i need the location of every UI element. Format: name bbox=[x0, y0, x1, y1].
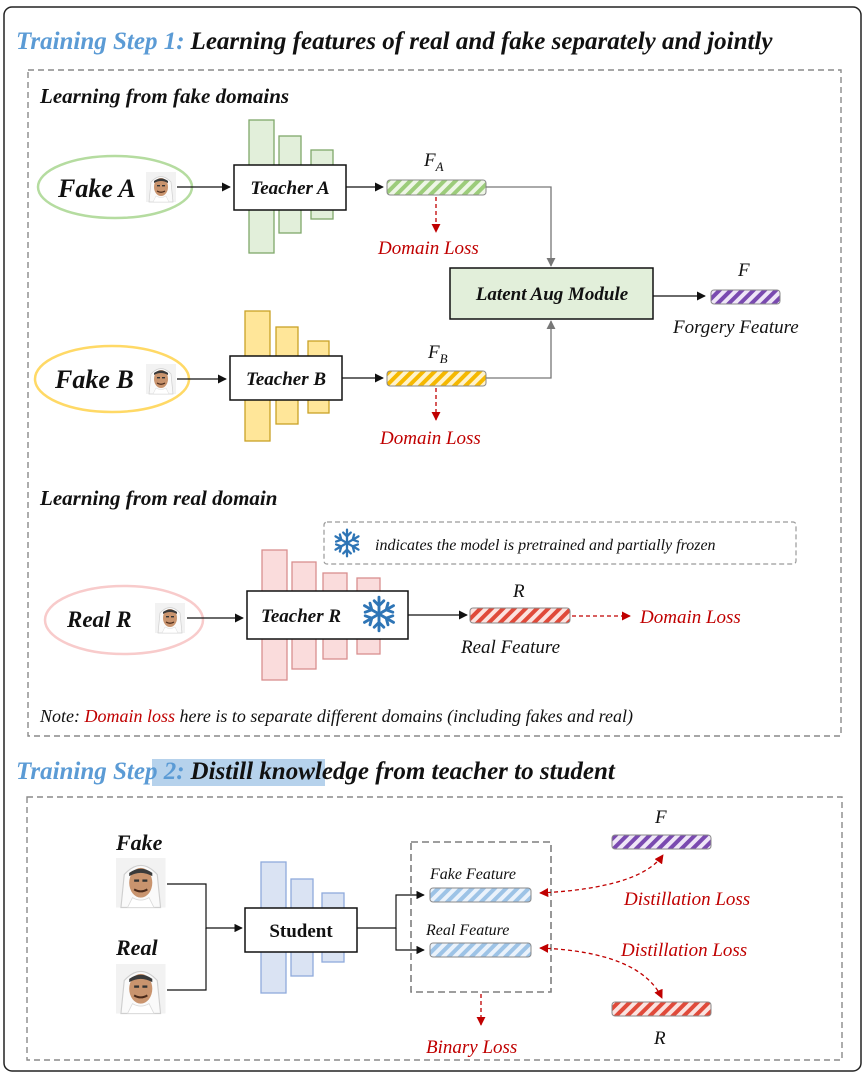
real-feature-label-2: Real Feature bbox=[425, 922, 509, 939]
face-photo-icon bbox=[145, 363, 177, 395]
arrow-fb-to-aug bbox=[486, 320, 556, 379]
forgery-feature-bar bbox=[710, 289, 781, 305]
real-feature-label: Real Feature bbox=[460, 637, 560, 658]
real-section-title: Learning from real domain bbox=[39, 486, 277, 510]
step2-title: Training Step 2:Distill knowledge from t… bbox=[16, 758, 616, 785]
real-feature-bar bbox=[469, 607, 571, 624]
real-r-label: Real R bbox=[66, 607, 132, 632]
fake-a-label: Fake A bbox=[57, 174, 136, 203]
binary-loss: Binary Loss bbox=[426, 1037, 517, 1058]
domain-loss-b: Domain Loss bbox=[379, 428, 481, 449]
face-photo-icon bbox=[115, 857, 167, 909]
fake-feature-label: Fake Feature bbox=[429, 866, 516, 883]
forgery-symbol: F bbox=[737, 260, 750, 281]
frozen-note-text: indicates the model is pretrained and pa… bbox=[375, 537, 716, 554]
student-feature-group bbox=[410, 841, 552, 993]
distillation-loss-1: Distillation Loss bbox=[623, 889, 750, 910]
student-box bbox=[244, 907, 358, 953]
teacher-r-label: Teacher R bbox=[261, 606, 341, 627]
fake-section-title: Learning from fake domains bbox=[39, 84, 289, 108]
feature-fa-label: FA bbox=[423, 150, 444, 174]
frozen-note-box bbox=[323, 521, 797, 565]
latent-aug-module-label: Latent Aug Module bbox=[475, 284, 629, 305]
note-text: Note: Domain loss here is to separate di… bbox=[39, 706, 633, 727]
fake-b-label: Fake B bbox=[54, 365, 134, 394]
teacher-a-label: Teacher A bbox=[250, 178, 329, 199]
arrow-fake-to-student bbox=[167, 883, 243, 933]
distill-arrow-fake bbox=[539, 854, 664, 898]
feature-fa-bar bbox=[386, 179, 487, 196]
feature-fb-label: FB bbox=[427, 342, 448, 366]
step2-panel bbox=[26, 796, 843, 1061]
student-real-label: Real bbox=[115, 935, 158, 960]
teacher-b-box bbox=[229, 355, 343, 401]
real-symbol: R bbox=[512, 581, 525, 602]
arrow-real-to-student bbox=[167, 928, 207, 991]
teacher-b-label: Teacher B bbox=[246, 369, 326, 390]
title-highlight bbox=[152, 759, 325, 786]
teacher-r-bar bbox=[611, 1001, 712, 1017]
student-fake-label: Fake bbox=[115, 830, 163, 855]
domain-loss-r: Domain Loss bbox=[639, 607, 741, 628]
arrow-student-to-fake-feature bbox=[357, 890, 425, 929]
teacher-r-symbol: R bbox=[653, 1028, 666, 1049]
face-photo-icon bbox=[115, 963, 167, 1015]
domain-loss-a: Domain Loss bbox=[377, 238, 479, 259]
real-feature-bar-2 bbox=[429, 942, 532, 958]
teacher-f-bar bbox=[611, 834, 712, 850]
student-label: Student bbox=[269, 921, 333, 942]
fake-feature-bar bbox=[429, 887, 532, 903]
arrow-student-to-real-feature bbox=[395, 928, 425, 955]
step1-panel bbox=[27, 69, 842, 737]
feature-fb-bar bbox=[386, 370, 487, 387]
forgery-feature-label: Forgery Feature bbox=[672, 317, 799, 338]
face-photo-icon bbox=[145, 171, 177, 203]
arrow-fa-to-aug bbox=[486, 186, 556, 267]
latent-aug-module-box bbox=[449, 267, 654, 320]
step1-title: Training Step 1:Learning features of rea… bbox=[16, 28, 773, 55]
face-photo-icon bbox=[154, 602, 186, 634]
distillation-loss-2: Distillation Loss bbox=[620, 940, 747, 961]
distill-arrow-real bbox=[539, 943, 663, 999]
teacher-f-symbol: F bbox=[654, 807, 667, 828]
